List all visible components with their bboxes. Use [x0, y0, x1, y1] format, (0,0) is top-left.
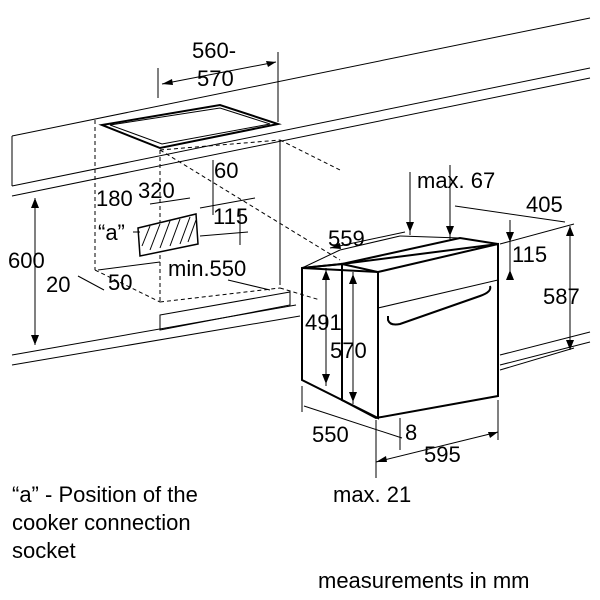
- arrow-icon: [31, 335, 39, 345]
- arrow-icon: [566, 226, 574, 236]
- cooktop-width-bottom: 570: [197, 66, 234, 91]
- socket-width: 320: [138, 178, 175, 203]
- niche-height: 600: [8, 248, 45, 273]
- floor-line-left-lower: [11, 315, 301, 366]
- plinth: [159, 291, 291, 331]
- oven-depth-top-line: [454, 205, 566, 223]
- oven-total-height: 587: [543, 284, 580, 309]
- legend-line-1: “a” - Position of the: [12, 482, 198, 507]
- niche-min-depth-line: [227, 279, 271, 291]
- arrow-icon: [162, 79, 173, 85]
- oven-depth-body-line: [329, 231, 406, 249]
- niche-inset-line: [77, 275, 105, 291]
- oven-top-max: max. 67: [417, 168, 495, 193]
- units-note: measurements in mm: [318, 568, 530, 593]
- oven-door-handle: [387, 285, 492, 326]
- oven-offset: 8: [405, 420, 417, 445]
- oven-depth-top: 405: [526, 192, 563, 217]
- arrow-icon: [566, 340, 574, 350]
- arrow-icon: [330, 243, 341, 249]
- legend-line-2: cooker connection: [12, 510, 191, 535]
- connection-socket-a: [137, 213, 199, 257]
- floor-line-right: [499, 331, 591, 356]
- arrow-icon: [349, 274, 357, 284]
- floor-line-left: [11, 304, 297, 356]
- cooktop-width-top: 560-: [192, 38, 236, 63]
- oven-width-base-line: [303, 405, 403, 439]
- cooktop-width-dimension-line: [161, 61, 277, 85]
- arrow-icon: [506, 270, 514, 280]
- socket-offset-right-line: [199, 197, 256, 209]
- oven: [301, 235, 499, 420]
- socket-offset-left: 180: [96, 186, 133, 211]
- oven-bottom-max: max. 21: [333, 482, 411, 507]
- niche-depth-line: [97, 261, 161, 271]
- socket-width-line: [149, 197, 191, 205]
- legend-line-3: socket: [12, 538, 76, 563]
- oven-depth-body: 559: [328, 226, 365, 251]
- arrow-icon: [446, 226, 454, 236]
- oven-front-height: 491: [305, 310, 342, 335]
- oven-total-height-extension-bottom: [499, 347, 575, 371]
- floor-line-right-lower: [499, 341, 591, 366]
- niche-min-depth: min.550: [168, 256, 246, 281]
- arrow-icon: [322, 270, 330, 280]
- niche-inset: 20: [46, 272, 70, 297]
- socket-hatching: [141, 216, 197, 251]
- oven-top-height: 115: [512, 242, 547, 267]
- oven-total-height-extension-top: [499, 223, 575, 245]
- arrow-icon: [376, 456, 387, 462]
- niche-outline: [94, 120, 341, 303]
- socket-height: 115: [213, 204, 248, 229]
- oven-width-base: 550: [312, 422, 349, 447]
- arrow-icon: [506, 232, 514, 242]
- oven-width-line: [375, 431, 499, 463]
- cooktop: [98, 103, 282, 150]
- arrow-icon: [488, 432, 498, 438]
- socket-marker-a: “a”: [98, 220, 125, 245]
- arrow-icon: [266, 61, 276, 67]
- socket-height-extension: [199, 231, 249, 237]
- arrow-icon: [31, 198, 39, 208]
- arrow-icon: [349, 392, 357, 402]
- socket-offset-right: 60: [214, 158, 238, 183]
- oven-niche-height: 570: [330, 338, 367, 363]
- arrow-icon: [406, 222, 414, 232]
- arrow-icon: [322, 374, 330, 384]
- niche-depth-offset: 50: [108, 270, 132, 295]
- oven-width: 595: [424, 442, 461, 467]
- worktop: [11, 17, 591, 197]
